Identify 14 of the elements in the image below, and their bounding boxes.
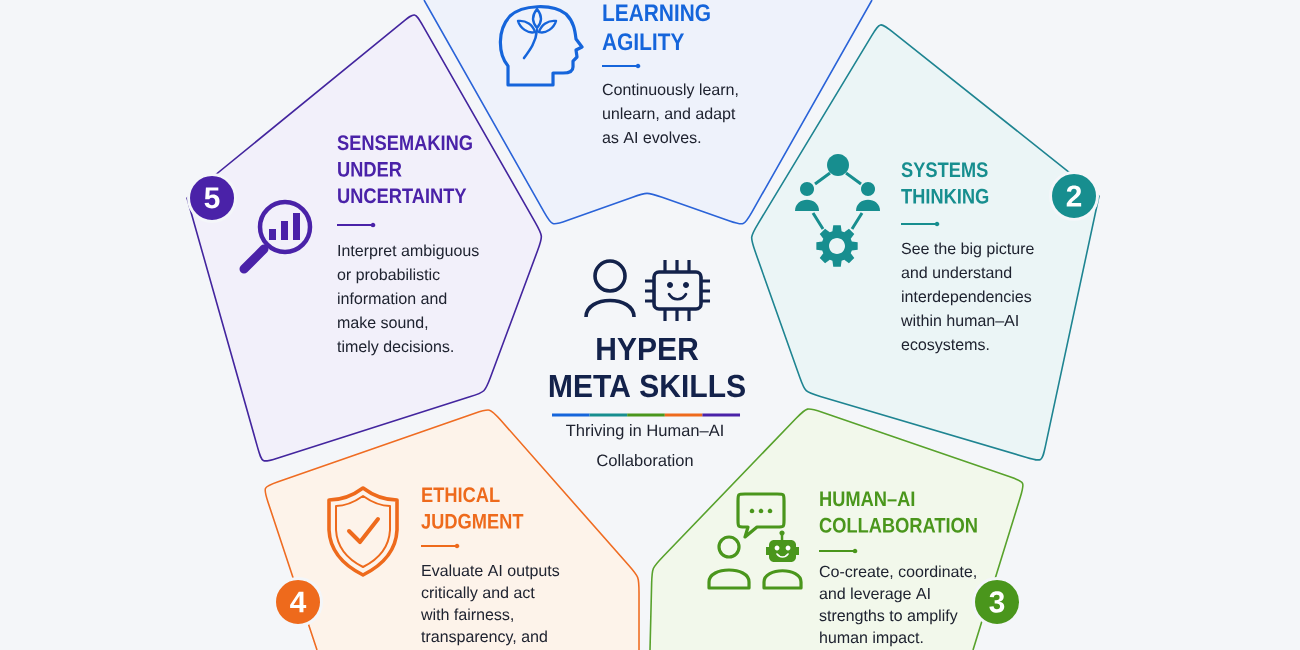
title: HYPER META SKILLS	[549, 338, 745, 398]
panel-heading: ETHICAL JUDGMENT	[421, 487, 524, 529]
pentagon-panel	[186, 14, 543, 462]
panel-description: Interpret ambiguous or probabilistic information and make sound, timely decisions.	[337, 244, 479, 356]
number-badge: 4	[273, 577, 323, 627]
panel-heading: HUMAN–AI COLLABORATION	[819, 491, 977, 533]
panel-description: See the big picture and understand interdependencies within human–AI ecosystems.	[901, 242, 1034, 354]
panel-description: Continuously learn, unlearn, and adapt as AI evolves.	[602, 83, 738, 144]
pentagon-panel	[750, 24, 1100, 461]
subtitle: Thriving in Human–AI Collaboration	[566, 424, 723, 467]
panel-description: Evaluate AI outputs critically and act with fairness, transparency, and	[421, 564, 560, 646]
panel-heading: SENSEMAKING UNDER UNCERTAINTY	[337, 135, 472, 204]
panel-heading: LEARNING AGILITY	[602, 4, 710, 51]
panel-heading: SYSTEMS THINKING	[901, 162, 989, 204]
